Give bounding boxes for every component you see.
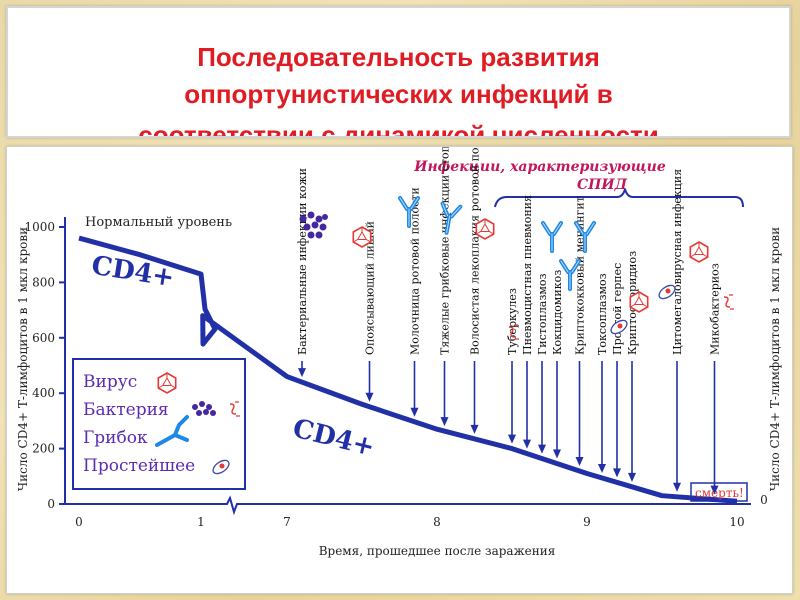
infection-label: Бактериальные инфекции кожи: [296, 168, 309, 355]
bacteria-cluster-icon: [299, 211, 328, 239]
infection-label: Волосистая лекоплакия ротовой полости: [469, 147, 482, 355]
infection-label: Пневмоцистная пневмония: [521, 195, 534, 355]
legend-bacteria-label: Бактерия: [83, 400, 169, 420]
legend-fungus-label: Грибок: [83, 428, 148, 448]
infection-label: Простой герпес: [611, 263, 624, 355]
x-tick-label: 7: [283, 515, 291, 529]
infection-arrowhead: [628, 472, 636, 482]
infection-label: Молочница ротовой полости: [409, 187, 422, 355]
y-axis-label: Число CD4+ Т-лимфоцитов в 1 мкл крови: [16, 227, 30, 491]
title-box: Последовательность развития оппортунисти…: [6, 6, 791, 138]
virus-icon: [475, 218, 495, 240]
virus-icon: [629, 291, 649, 313]
y-tick-label: 400: [32, 386, 55, 400]
infection-arrowhead: [710, 485, 719, 495]
infection-label: Токсоплазмоз: [596, 273, 609, 355]
infection-label: Цитомегаловирусная инфекция: [671, 169, 684, 355]
virus-icon: [352, 226, 372, 248]
infection-arrowhead: [508, 434, 516, 444]
y-axis-label-right: Число CD4+ Т-лимфоцитов в 1 мкл крови: [768, 227, 782, 491]
infection-arrowhead: [538, 444, 546, 454]
infection-label: Кокцидомикоз: [551, 270, 564, 355]
cd4-curve: [78, 235, 738, 504]
y-tick-right: 0: [760, 493, 768, 507]
curve-label-1: CD4+: [89, 251, 176, 294]
title-line-1: Последовательность развития: [197, 42, 600, 72]
legend-protozoa-label: Простейшее: [83, 456, 195, 476]
infection-label: Туберкулез: [506, 288, 519, 355]
legend: Вирус Бактерия Грибок Простейшее: [72, 358, 246, 490]
infection-label: Гистоплазмоз: [536, 273, 549, 355]
x-tick-label: 0: [75, 515, 83, 529]
legend-fungus-icon: [155, 415, 189, 447]
virus-icon: [689, 241, 709, 263]
legend-bacteria-icon: [192, 401, 216, 416]
x-tick-label: 9: [583, 515, 591, 529]
aids-bracket: [494, 188, 744, 208]
bacteria-icon: [723, 294, 735, 310]
legend-virus-label: Вирус: [83, 372, 137, 392]
infection-label: Микобактериоз: [709, 263, 722, 355]
title-line-3: соответствии с динамикой численности: [138, 120, 659, 138]
x-tick-label: 8: [433, 515, 441, 529]
infection-arrowhead: [598, 463, 606, 473]
curve-label-2: CD4+: [290, 414, 378, 463]
infection-arrowhead: [613, 468, 621, 478]
death-label: смерть!: [695, 486, 744, 500]
title-line-2: оппортунистических инфекций в: [184, 79, 613, 109]
infection-arrowhead: [298, 368, 306, 378]
infection-arrowhead: [470, 424, 479, 434]
aids-group-label-2: СПИД: [577, 177, 628, 193]
x-axis-label: Время, прошедшее после заражения: [319, 544, 556, 558]
legend-virus-icon: [157, 372, 177, 394]
infection-label: Криптококковый менингит: [574, 196, 587, 355]
cd4-chart: Инфекции, характеризующие СПИД Число CD4…: [16, 114, 782, 558]
y-tick-label: 200: [32, 442, 55, 456]
infection-label: Тяжелые грибковые инфекции стоп: [439, 147, 452, 355]
fungus-icon: [541, 221, 563, 253]
aids-group-label-1: Инфекции, характеризующие: [413, 159, 666, 175]
x-tick-label: 10: [729, 515, 744, 529]
y-tick-label: 600: [32, 331, 55, 345]
infection-arrowhead: [365, 392, 374, 402]
x-tick-label: 1: [197, 515, 205, 529]
infection-arrowhead: [440, 417, 449, 427]
infection-arrowhead: [410, 407, 419, 417]
death-box: [690, 482, 748, 502]
infection-arrowhead: [523, 439, 531, 449]
y-tick-label: 800: [32, 275, 55, 289]
infection-arrowhead: [673, 482, 681, 492]
infection-arrowhead: [575, 457, 584, 467]
infection-arrowhead: [553, 449, 561, 459]
x-axis-line: [65, 495, 751, 516]
chart-panel: Инфекции, характеризующие СПИД Число CD4…: [6, 114, 793, 594]
y-tick-label: 1000: [24, 220, 55, 234]
normal-level-label: Нормальный уровень: [85, 215, 232, 230]
y-tick-label: 0: [47, 497, 55, 511]
infection-label: Опоясывающий лишай: [364, 221, 377, 355]
